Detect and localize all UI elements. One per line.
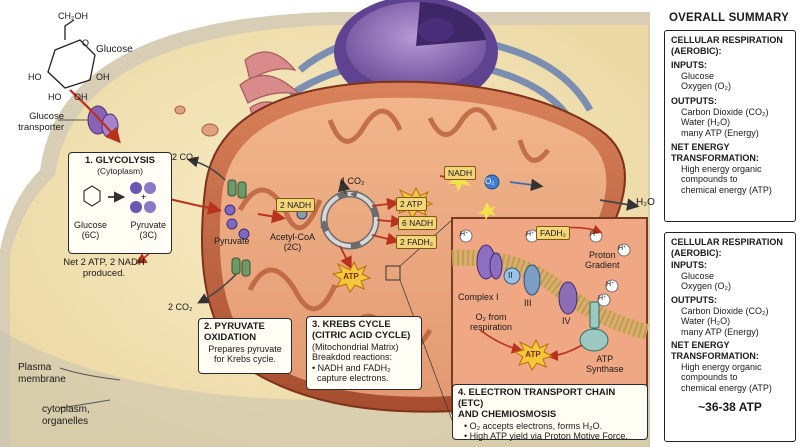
pyruvate-oxidation-box: 2. PYRUVATE OXIDATION Prepares pyruvate … <box>198 318 292 374</box>
h-plus-3: H⁺ <box>590 231 599 238</box>
glycolysis-mini-diagram: + <box>83 181 156 213</box>
energy-sparks <box>448 168 496 220</box>
summary1-output-water: Water (H₂O) <box>681 117 731 128</box>
etc-title: 4. ELECTRON TRANSPORT CHAIN (ETC) AND CH… <box>458 387 616 420</box>
co2-bottom-label: 2 CO₂ <box>168 302 193 312</box>
glycolysis-pyruvate: Pyruvate (3C) <box>130 219 166 241</box>
pyruvate-ox-title: 2. PYRUVATE OXIDATION <box>204 321 265 343</box>
summary2-net-heading: NET ENERGY TRANSFORMATION: <box>671 340 759 362</box>
atp-synthase-label: ATP Synthase <box>586 354 624 375</box>
complex-iv-label: IV <box>562 316 571 326</box>
h-plus-ions <box>459 229 631 307</box>
pyruvate-label: Pyruvate <box>214 236 250 246</box>
glucose-oh-left: HO <box>28 72 42 82</box>
glycolysis-glucose: Glucose (6C) <box>74 219 108 241</box>
summary1-head: CELLULAR RESPIRATION (AEROBIC): <box>671 35 783 56</box>
net-glycolysis-label: Net 2 ATP, 2 NADH produced. <box>63 257 145 279</box>
fadh-etc-badge: FADH₂ <box>536 226 570 240</box>
glycolysis-plus: + <box>141 192 146 202</box>
o2-label: O₂ <box>485 177 495 186</box>
summary2-output-co2: Carbon Dioxide (CO₂) <box>681 305 769 316</box>
membrane-channels <box>227 179 251 277</box>
h-plus-1: H⁺ <box>460 231 469 238</box>
complex-i <box>476 244 503 280</box>
glucose-uptake-arrow <box>69 89 121 144</box>
summary2-atp-total: ~36-38 ATP <box>698 399 762 414</box>
atp-krebs-star: ATP <box>343 272 359 281</box>
glycolysis-box: 1. GLYCOLYSIS (Cytoplasm) + Glucose (6C)… <box>68 152 172 254</box>
krebs-sub: (Mitochondrial Matrix) Breakdod reaction… <box>312 341 399 363</box>
glucose-ch2oh: CH₂OH <box>58 11 88 21</box>
summary-box-2: CELLULAR RESPIRATION (AEROBIC): INPUTS: … <box>664 232 796 442</box>
glucose-label: Glucose <box>96 44 133 55</box>
glucose-oh-right: OH <box>96 72 110 82</box>
atp-2-badge: 2 ATP <box>396 197 427 211</box>
pyruvate-to-acetyl-arrow <box>257 209 286 224</box>
summary1-inputs-heading: INPUTS: <box>671 60 707 71</box>
plasma-membrane-label: Plasma membrane <box>18 362 66 385</box>
glucose-ring-o: O <box>82 38 90 48</box>
complex-ii-label: II <box>508 271 513 280</box>
proton-gradient-label: Proton Gradient <box>585 250 620 271</box>
zoom-indicator <box>385 265 401 281</box>
acetyl-coa-label: Acetyl-CoA (2C) <box>270 232 316 253</box>
nadh-6-badge: 6 NADH <box>398 216 438 230</box>
glycolysis-title: 1. GLYCOLYSIS <box>84 155 156 166</box>
h-plus-2: H⁺ <box>526 231 535 238</box>
summary1-output-atp: many ATP (Energy) <box>681 127 759 138</box>
complex-ii <box>503 267 521 285</box>
summary2-outputs-heading: OUTPUTS: <box>671 295 717 306</box>
glucose-oh-bottom1: HO <box>48 92 62 102</box>
nadh-left-badge: 2 NADH <box>276 198 316 212</box>
h-plus-6: H⁺ <box>598 295 607 302</box>
complex-iii <box>523 264 541 296</box>
cytoplasm-label: cytoplasm, organelles <box>42 404 90 427</box>
nucleolus <box>418 18 454 42</box>
summary-box-1: CELLULAR RESPIRATION (AEROBIC): INPUTS: … <box>664 30 796 222</box>
etc-box: 4. ELECTRON TRANSPORT CHAIN (ETC) AND CH… <box>452 384 648 442</box>
summary-title: OVERALL SUMMARY <box>669 12 789 24</box>
fadh-2-badge: 2 FADH₂ <box>396 235 438 249</box>
atp-synthase-protein <box>579 301 609 352</box>
summary1-output-co2: Carbon Dioxide (CO₂) <box>681 106 769 117</box>
summary1-input-oxygen: Oxygen (O₂) <box>681 81 732 92</box>
h-plus-4: H⁺ <box>618 245 627 252</box>
glucose-transporter-label: Glucose transporter <box>18 111 64 133</box>
nadh-top-badge: NADH <box>444 166 477 180</box>
co2-release-arrow-top <box>186 156 226 181</box>
glucose-molecule-structure <box>47 19 96 89</box>
etc-bullet-1: • O₂ accepts electrons, forms H₂O. <box>464 420 603 431</box>
summary2-net-text: High energy organic compounds to chemica… <box>681 361 772 393</box>
complex-iii-label: III <box>524 298 532 308</box>
summary2-input-oxygen: Oxygen (O₂) <box>681 281 732 292</box>
summary2-head: CELLULAR RESPIRATION (AEROBIC): <box>671 237 783 258</box>
complex-iv <box>558 281 578 315</box>
krebs-cycle-box: 3. KREBS CYCLE (CITRIC ACID CYCLE) (Mito… <box>306 316 422 390</box>
summary2-output-atp: many ATP (Energy) <box>681 326 759 337</box>
summary1-outputs-heading: OUTPUTS: <box>671 96 717 107</box>
glucose-oh-bottom2: OH <box>74 92 88 102</box>
summary1-net-text: High energy organic compounds to chemica… <box>681 163 772 195</box>
etc-bullet-2: • High ATP yield via Proton Motive Force… <box>464 431 628 442</box>
summary2-input-glucose: Glucose <box>681 270 715 281</box>
glycolysis-sub: (Cytoplasm) <box>97 165 143 176</box>
krebs-co2-label: 4 CO₂ <box>340 176 365 186</box>
co2-top-label: 2 CO₂ <box>172 152 197 162</box>
atp-etc-star: ATP <box>525 350 541 359</box>
h2o-label: H₂O <box>636 197 655 208</box>
pyruvate-ox-body: Prepares pyruvate for Krebs cycle. <box>208 343 282 365</box>
summary2-inputs-heading: INPUTS: <box>671 260 707 271</box>
summary1-net-heading: NET ENERGY TRANSFORMATION: <box>671 142 759 164</box>
krebs-title: 3. KREBS CYCLE (CITRIC ACID CYCLE) <box>312 319 411 341</box>
o2-respiration-label: O₂ from respiration <box>470 312 513 333</box>
summary1-input-glucose: Glucose <box>681 70 715 81</box>
complex-i-label: Complex I <box>458 292 499 302</box>
oxygen-molecule <box>484 174 500 190</box>
krebs-bullet: • NADH and FADH₂ capture electrons. <box>312 362 391 383</box>
summary2-output-water: Water (H₂O) <box>681 316 731 327</box>
h-plus-5: H⁺ <box>606 281 615 288</box>
